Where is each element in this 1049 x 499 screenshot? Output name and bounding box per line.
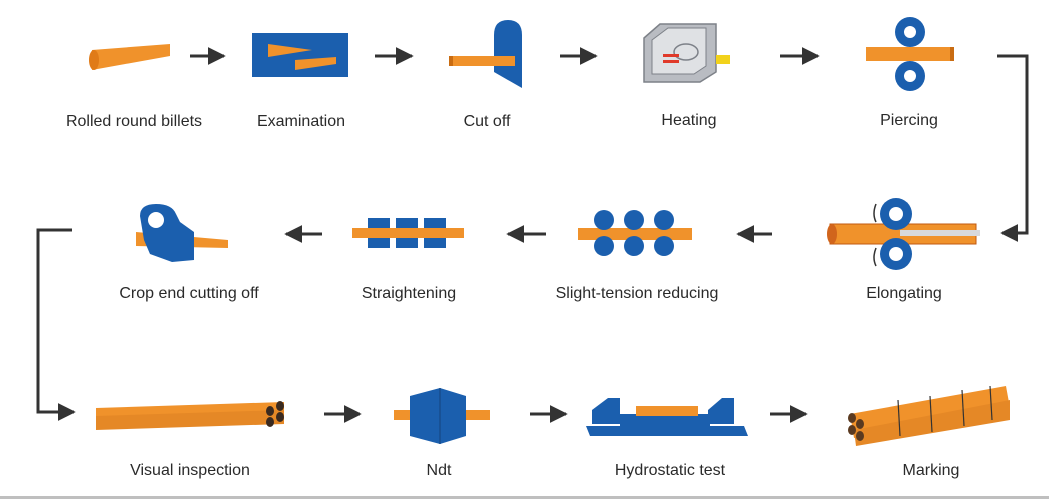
ndt-icon: [394, 388, 490, 444]
label-visual-inspection: Visual inspection: [130, 462, 250, 479]
reducing-icon: [578, 210, 692, 256]
heating-furnace-icon: [643, 23, 730, 83]
label-piercing: Piercing: [880, 112, 938, 129]
cut-off-icon: [449, 20, 522, 88]
pipe-bundle-icon: [848, 385, 1010, 446]
label-elongating: Elongating: [866, 285, 942, 302]
label-hydrostatic-test: Hydrostatic test: [614, 462, 726, 479]
label-slight-tension-reducing: Slight-tension reducing: [555, 285, 719, 302]
label-straightening: Straightening: [361, 285, 457, 302]
crop-end-cutter-icon: [136, 204, 228, 262]
bottom-border: [0, 496, 1049, 499]
label-rolled-round-billets: Rolled round billets: [65, 113, 203, 130]
label-heating: Heating: [661, 112, 717, 129]
label-crop-end-cutting-off: Crop end cutting off: [119, 285, 259, 302]
connector-right: [997, 54, 1029, 242]
hydrostatic-test-icon: [586, 398, 748, 436]
label-ndt: Ndt: [426, 462, 452, 479]
label-examination: Examination: [256, 113, 346, 130]
elongating-icon: [827, 198, 980, 270]
label-cut-off: Cut off: [463, 113, 511, 130]
label-marking: Marking: [902, 462, 960, 479]
connector-left: [36, 228, 76, 421]
piercing-icon: [866, 17, 954, 91]
examination-icon: [252, 33, 348, 77]
pipes-icon: [96, 401, 284, 430]
straightening-icon: [352, 218, 464, 248]
billet-icon: [89, 44, 170, 70]
